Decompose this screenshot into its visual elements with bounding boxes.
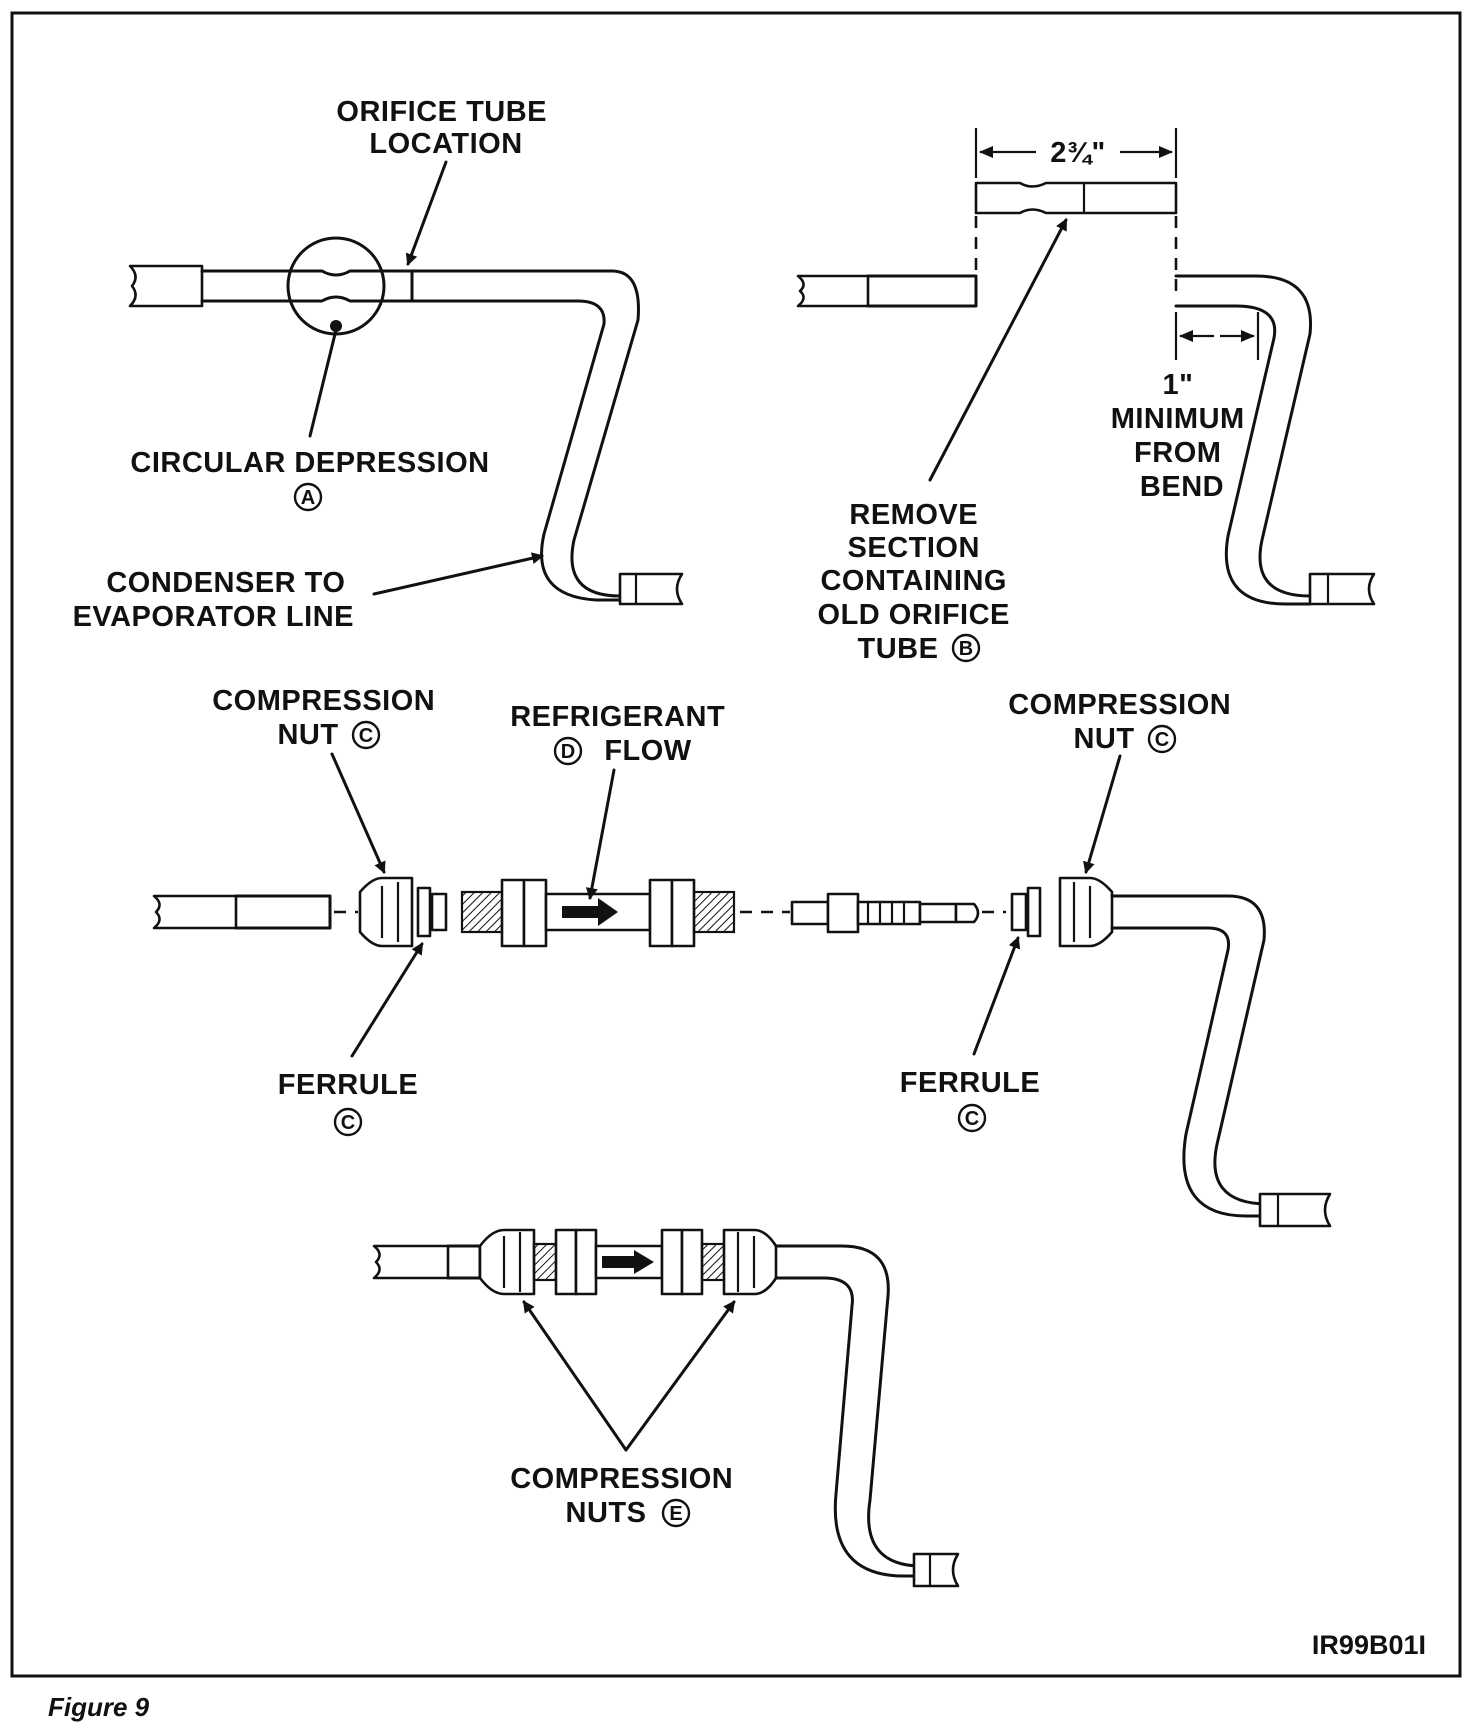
- figure-frame: [10, 11, 1462, 1678]
- union-thread-right: [692, 890, 736, 934]
- assembled-nut-right: [722, 1228, 778, 1296]
- label-line: ORIFICE TUBE: [336, 96, 547, 128]
- leader-ferrule-left: [350, 942, 424, 1058]
- tube-end-left: [796, 274, 870, 308]
- leader-refrigerant-flow: [585, 768, 616, 900]
- panel-remove-section: 2¾" 1" MINIMUM FROM BEND REMOVE SECTION …: [796, 128, 1376, 665]
- figure-code: IR99B01I: [1312, 1630, 1426, 1660]
- new-orifice-tube: [790, 892, 980, 934]
- label-line: NUT: [1073, 723, 1134, 755]
- label-line: EVAPORATOR LINE: [73, 601, 354, 633]
- callout-a: A: [293, 482, 323, 512]
- tube-end-left: [128, 264, 204, 308]
- label-one-inch: 1": [1163, 369, 1194, 401]
- label-line: TUBE: [858, 633, 939, 665]
- callout-c-2: C: [1147, 724, 1177, 754]
- leader-circular-depression: [308, 328, 338, 438]
- tube-end-left: [372, 1244, 450, 1280]
- label-remove-section: REMOVE SECTION CONTAINING OLD ORIFICE TU…: [818, 499, 1019, 665]
- union-hex-right-2: [670, 878, 696, 948]
- leader-compression-nuts-left: [522, 1300, 628, 1452]
- callout-c-4: C: [957, 1103, 987, 1133]
- assembled-nut-left: [478, 1228, 536, 1296]
- callout-d-letter: D: [561, 741, 575, 763]
- label-line: REMOVE: [849, 499, 978, 531]
- label-circular-depression: CIRCULAR DEPRESSION: [130, 447, 489, 479]
- flow-arrow: [562, 898, 618, 926]
- callout-d: D: [553, 736, 583, 766]
- leader-ferrule-right: [972, 936, 1021, 1056]
- label-line: BEND: [1140, 471, 1224, 503]
- callout-c-letter: C: [359, 725, 373, 747]
- leader-compression-nuts-right: [624, 1300, 736, 1452]
- tube-end-right: [1308, 572, 1376, 606]
- callout-a-letter: A: [301, 487, 315, 509]
- label-line: NUTS: [566, 1497, 647, 1529]
- callout-c-1: C: [351, 720, 381, 750]
- assembled-flow-arrow: [602, 1250, 654, 1274]
- leader-orifice-location: [405, 160, 448, 266]
- callout-b-letter: B: [959, 638, 973, 660]
- tube-top-edge: [200, 269, 614, 277]
- label-line: OLD ORIFICE: [818, 599, 1010, 631]
- figure-caption: Figure 9: [48, 1692, 150, 1722]
- callout-c-letter: C: [965, 1108, 979, 1130]
- ferrule-right: [1010, 892, 1028, 932]
- leader-compression-nut-right: [1083, 754, 1122, 874]
- compression-nut-right: [1058, 876, 1114, 948]
- ferrule-left: [416, 886, 432, 938]
- panel-exploded-assembly: COMPRESSION NUT C REFRIGERANT FLOW D COM…: [152, 685, 1332, 1228]
- removed-section: [974, 181, 1178, 215]
- tube-bend-outer: [570, 269, 652, 598]
- callout-c-letter: C: [341, 1112, 355, 1134]
- compression-nut-left: [358, 876, 414, 948]
- label-line: FROM: [1134, 437, 1221, 469]
- tube-end-left: [152, 894, 238, 930]
- dimension-2-3-4: 2¾": [1050, 137, 1106, 169]
- callout-b: B: [951, 633, 981, 663]
- callout-c-letter: C: [1155, 729, 1169, 751]
- label-line: LOCATION: [369, 128, 522, 160]
- panel-orifice-location: ORIFICE TUBE LOCATION CIRCULAR DEPRESSIO…: [73, 96, 684, 633]
- callout-e-letter: E: [669, 1503, 682, 1525]
- label-line: COMPRESSION: [1008, 689, 1231, 721]
- tube-end-right: [912, 1552, 960, 1588]
- leader-condenser-line: [372, 552, 544, 596]
- callout-e: E: [661, 1498, 691, 1528]
- callout-c-3: C: [333, 1107, 363, 1137]
- leader-compression-nut-left: [330, 752, 386, 874]
- label-compression-nut-right: COMPRESSION NUT: [1008, 689, 1240, 755]
- label-line: REFRIGERANT: [510, 701, 725, 733]
- label-ferrule-left: FERRULE: [278, 1069, 418, 1101]
- tube-bend-inner: [540, 299, 622, 602]
- label-ferrule-right: FERRULE: [900, 1067, 1040, 1099]
- label-orifice-tube-location: ORIFICE TUBE LOCATION: [336, 96, 555, 160]
- label-refrigerant-flow: REFRIGERANT FLOW: [510, 701, 734, 767]
- panel-assembled: COMPRESSION NUTS E: [372, 1228, 960, 1588]
- label-compression-nuts: COMPRESSION NUTS: [510, 1463, 742, 1529]
- circular-depression-circle: [286, 236, 386, 336]
- leader-remove-section: [928, 218, 1068, 482]
- label-line: CONDENSER TO: [106, 567, 345, 599]
- label-line: COMPRESSION: [212, 685, 435, 717]
- label-minimum-from-bend: MINIMUM FROM BEND: [1111, 403, 1254, 503]
- union-hex-left-2: [522, 878, 548, 948]
- label-condenser-to-evaporator-line: CONDENSER TO EVAPORATOR LINE: [73, 567, 354, 633]
- label-line: FLOW: [604, 735, 691, 767]
- label-compression-nut-left: COMPRESSION NUT: [212, 685, 444, 751]
- label-line: MINIMUM: [1111, 403, 1245, 435]
- union-thread-left: [460, 890, 504, 934]
- union-hex-left-1: [500, 878, 526, 948]
- label-line: NUT: [277, 719, 338, 751]
- label-line: COMPRESSION: [510, 1463, 733, 1495]
- label-line: CONTAINING: [820, 565, 1007, 597]
- label-line: SECTION: [848, 532, 980, 564]
- tube-end-right: [1258, 1192, 1332, 1228]
- tube-end-right: [618, 572, 684, 606]
- union-hex-right-1: [648, 878, 674, 948]
- tube-bottom-edge: [200, 295, 580, 303]
